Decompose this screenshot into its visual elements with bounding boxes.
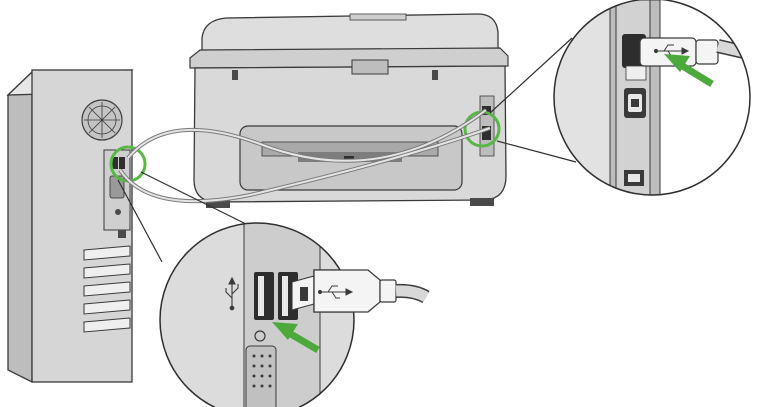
fan-icon (81, 99, 123, 141)
computer-port-zoom-callout (159, 222, 355, 407)
printer-port-zoom-callout (553, 0, 751, 196)
usb-trident-icon (317, 285, 354, 299)
expansion-slots (83, 245, 131, 333)
computer-tower (6, 69, 147, 384)
usb-cable (118, 108, 491, 204)
insert-arrow-computer (272, 322, 320, 354)
insert-arrow-printer (664, 54, 714, 87)
callout-leader-lines (117, 37, 577, 263)
usb-trident-icon (225, 276, 239, 311)
printer (189, 13, 509, 208)
usb-a-plug (313, 269, 430, 313)
